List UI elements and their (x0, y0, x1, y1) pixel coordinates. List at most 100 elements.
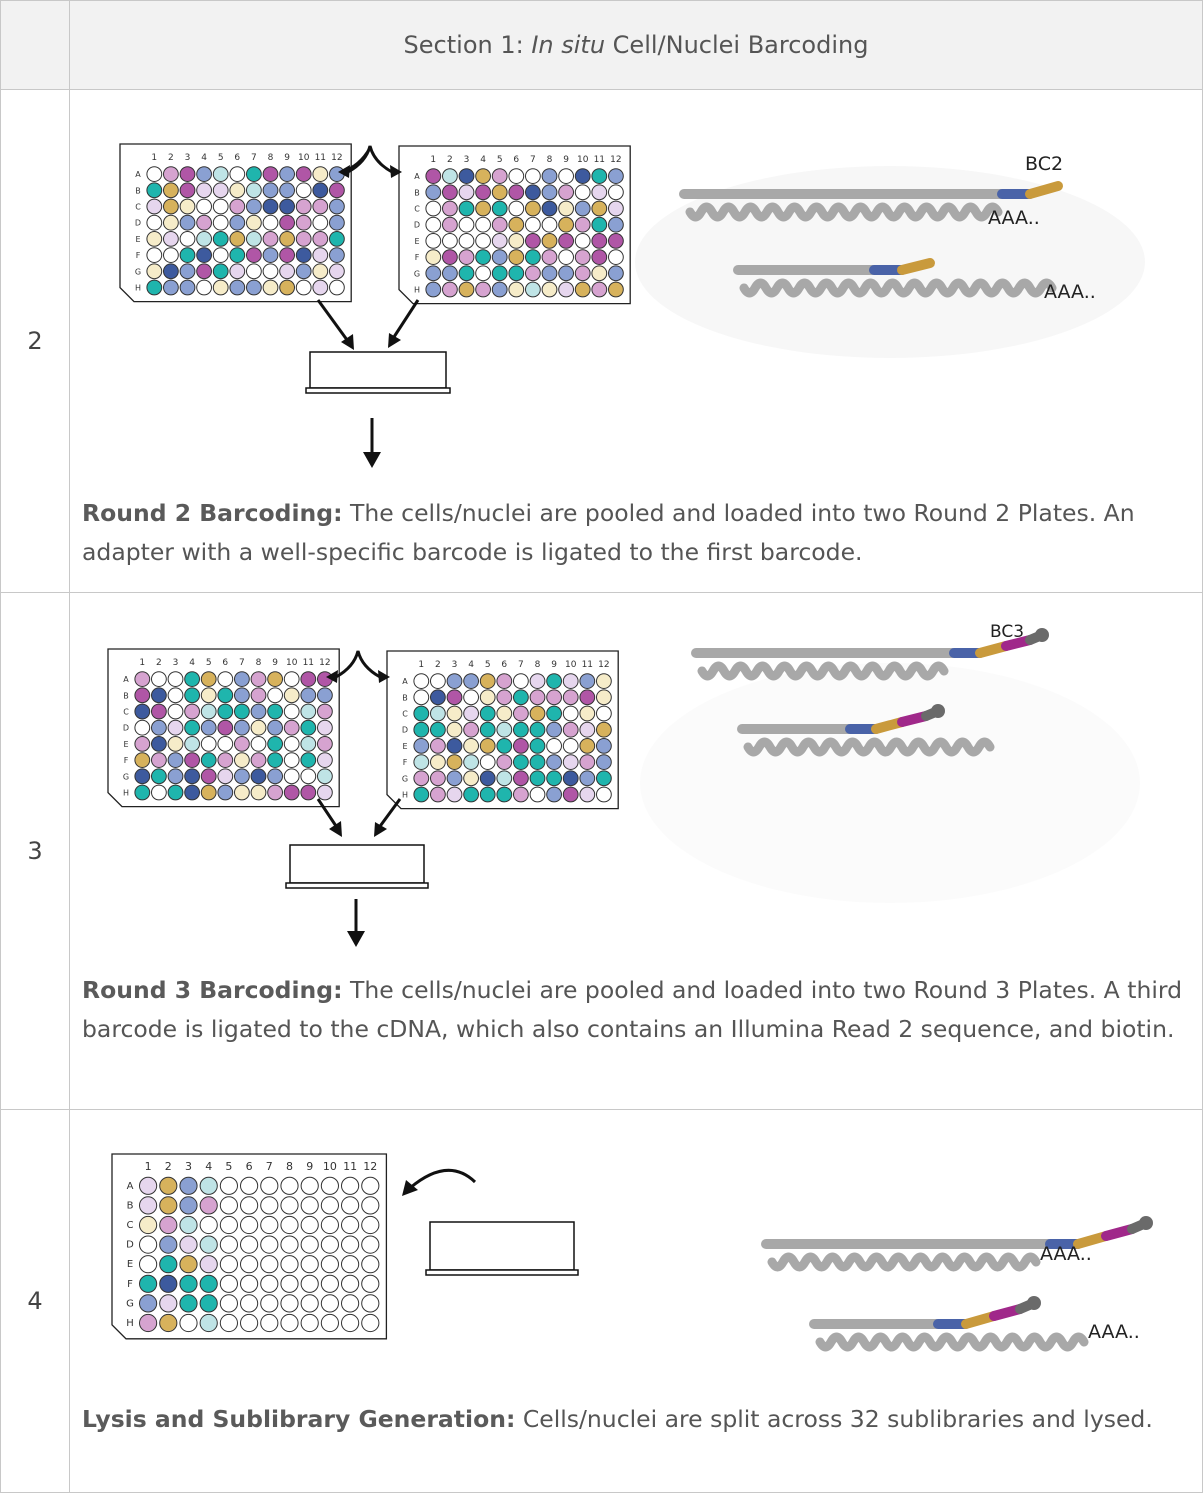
plate-well (463, 754, 479, 770)
biotin-end (931, 704, 945, 718)
plate-well (212, 247, 229, 263)
plate-well (475, 233, 491, 249)
plate-column-label: 3 (452, 660, 458, 670)
rna-strand (739, 278, 1057, 298)
section-title: Section 1: In situ Cell/Nuclei Barcoding (403, 31, 869, 59)
plate-well (260, 1274, 279, 1293)
plate-well (229, 247, 246, 263)
plate-well (562, 705, 579, 722)
plate-well (138, 1235, 158, 1254)
down-arrowhead-right (388, 333, 401, 348)
plate-well (361, 1255, 380, 1274)
plate-column-label: 8 (547, 155, 553, 165)
plate-well (245, 198, 262, 215)
down-arrow-right (390, 299, 420, 341)
plate-well (163, 247, 179, 263)
plate-well (280, 1196, 299, 1215)
barcode-segment (897, 258, 935, 275)
plate-well (219, 1313, 239, 1333)
plate-well (425, 200, 442, 217)
plate-well (283, 703, 300, 720)
plate-well (250, 719, 267, 736)
plate-well (267, 784, 284, 801)
plate-well (529, 673, 546, 690)
plate-well (591, 265, 608, 282)
plate-well (184, 752, 200, 768)
plate-column-label: 11 (582, 660, 593, 670)
plate-well (262, 247, 279, 263)
plate-well (512, 754, 529, 770)
plate-well (295, 198, 312, 215)
arrowhead-left (338, 165, 350, 178)
plate-well (512, 721, 529, 738)
plate-well (562, 721, 579, 738)
plate-well (546, 754, 563, 770)
plate-row-label: F (124, 756, 129, 765)
plate-well (425, 249, 442, 265)
plate-column-label: 12 (610, 155, 621, 165)
cdna-molecule-1 (691, 628, 1049, 681)
pool-arrowhead (347, 931, 365, 947)
plate-well (240, 1313, 259, 1333)
biotin-end (1035, 628, 1049, 642)
plate-well (442, 265, 458, 282)
reservoir-tube (309, 351, 447, 389)
step-number: 2 (0, 89, 70, 593)
plate-well (199, 1215, 218, 1235)
plate-well (280, 1235, 299, 1254)
plate-well (496, 673, 513, 690)
plate-well (159, 1235, 178, 1254)
plate-row-label: F (415, 253, 420, 262)
plate-well (341, 1255, 360, 1274)
plate-well (608, 168, 624, 185)
plate-well (245, 247, 262, 263)
rna-strand (743, 737, 995, 757)
plate-well (574, 168, 591, 185)
plate-well (279, 231, 296, 247)
plate-well (496, 721, 513, 738)
plate-well (250, 687, 267, 704)
plate-well (134, 703, 151, 720)
plate-well (341, 1235, 360, 1254)
plate-well (317, 784, 333, 801)
plate-well (233, 687, 250, 704)
plate-well (245, 279, 262, 296)
plate-well (229, 166, 246, 183)
plate-well (361, 1294, 380, 1313)
plate-well (341, 1215, 360, 1235)
plate-well (146, 214, 163, 231)
plate-well (430, 786, 446, 803)
plate-well (479, 689, 496, 706)
plate-well (312, 198, 329, 215)
plate-well (179, 1215, 198, 1235)
plate-well (596, 721, 612, 738)
plate-well (233, 784, 250, 801)
plate-well (479, 754, 496, 770)
plate-well (463, 721, 479, 738)
plate-well (442, 249, 458, 265)
plate-well (300, 1255, 319, 1274)
plate-well (312, 231, 329, 247)
step-2-description: Round 2 Barcoding: The cells/nuclei are … (82, 499, 1135, 566)
polya-label-1: AAA.. (1040, 1243, 1092, 1265)
plate-column-label: 4 (189, 658, 195, 668)
plate-well (546, 738, 563, 754)
plate-well (283, 687, 300, 704)
plate-well (212, 279, 229, 296)
plate-well (541, 168, 558, 185)
plate-row-label: B (123, 691, 129, 700)
plate-well (159, 1274, 178, 1293)
plate-column-label: 6 (234, 153, 240, 163)
plate-well (219, 1255, 239, 1274)
plate-well (240, 1196, 259, 1215)
plate-well (199, 1294, 218, 1313)
plate-well (260, 1255, 279, 1274)
plate-row-label: A (123, 675, 129, 684)
plate-well (134, 687, 151, 704)
plate-well (591, 216, 608, 233)
plate-well (579, 738, 596, 754)
